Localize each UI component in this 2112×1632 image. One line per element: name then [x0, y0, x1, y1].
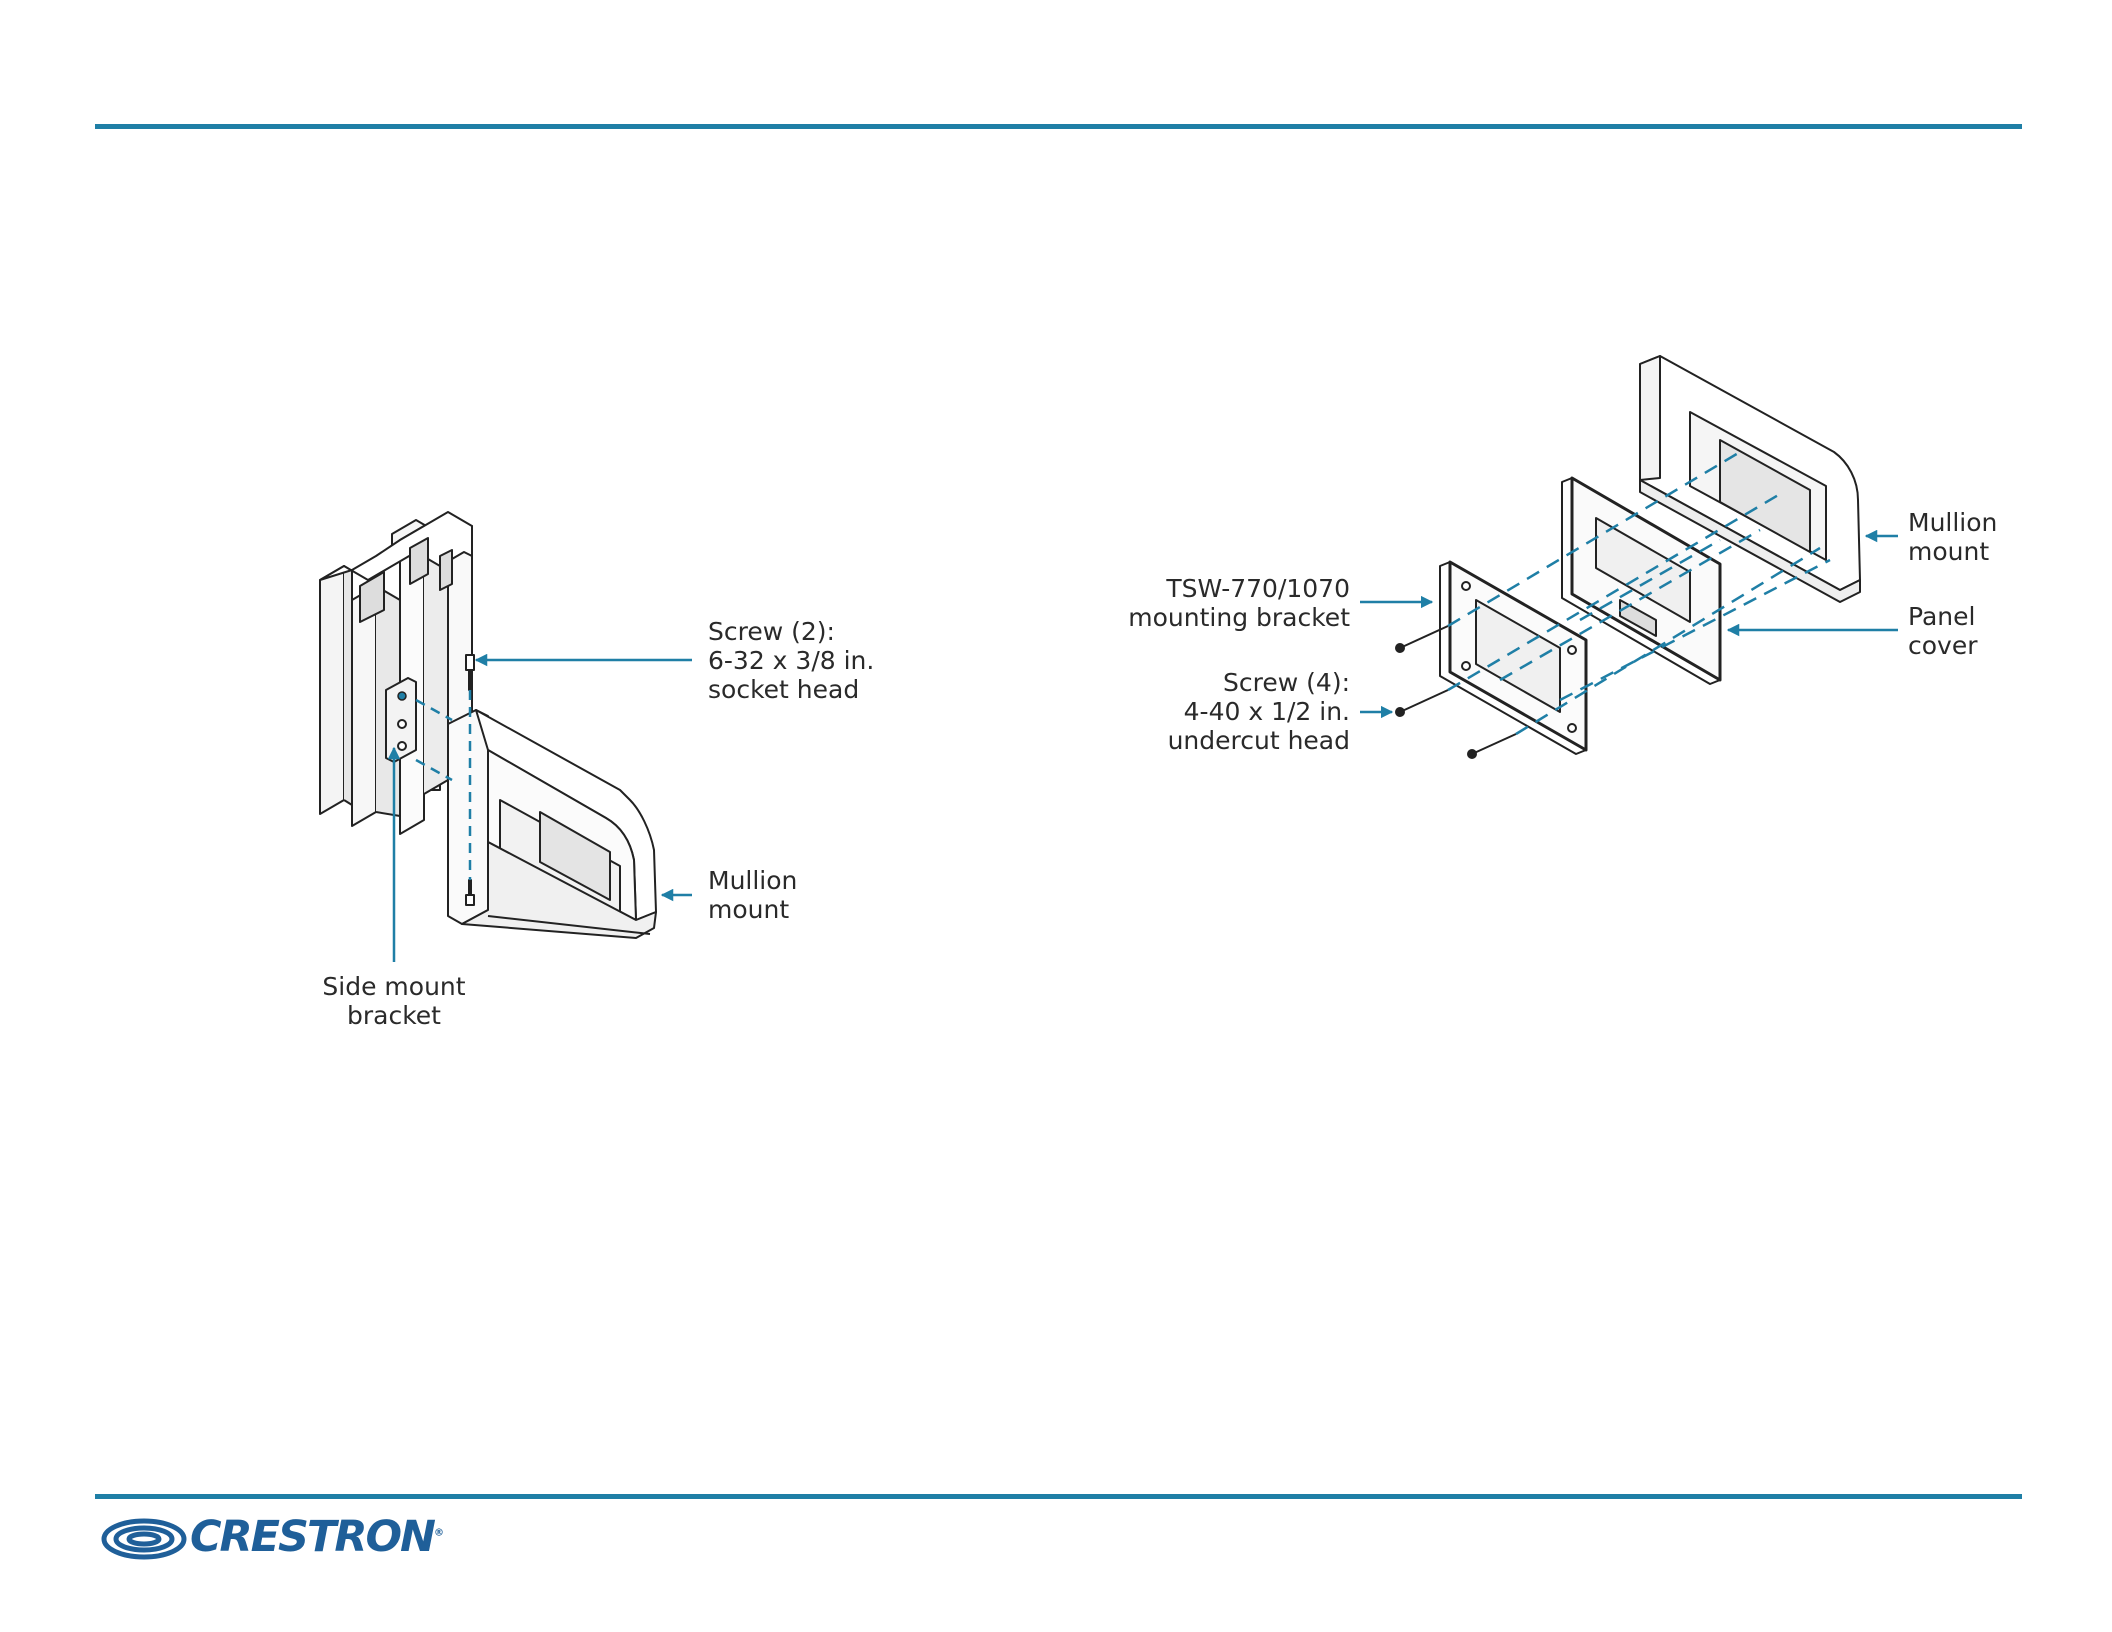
- footer-rule: [95, 1494, 2022, 1499]
- label-line: socket head: [708, 675, 874, 704]
- brand-name: CRESTRON: [190, 1512, 434, 1562]
- label-line: Panel: [1908, 602, 1978, 631]
- label-line: mount: [1908, 537, 1997, 566]
- label-mullion-mount-left: Mullion mount: [708, 866, 797, 924]
- label-line: cover: [1908, 631, 1978, 660]
- label-tsw-bracket: TSW-770/1070 mounting bracket: [1100, 574, 1350, 632]
- label-line: Screw (2):: [708, 617, 874, 646]
- label-line: TSW-770/1070: [1100, 574, 1350, 603]
- label-mullion-mount-right: Mullion mount: [1908, 508, 1997, 566]
- label-line: bracket: [316, 1001, 472, 1030]
- label-line: Side mount: [316, 972, 472, 1001]
- label-line: 6-32 x 3/8 in.: [708, 646, 874, 675]
- side-mount-bracket-shape: [386, 678, 416, 762]
- label-line: Mullion: [1908, 508, 1997, 537]
- label-line: mounting bracket: [1100, 603, 1350, 632]
- right-assembly-illustration: [1396, 356, 1860, 758]
- left-assembly-illustration: [320, 512, 656, 938]
- crestron-wordmark: CRESTRON®: [190, 1512, 444, 1562]
- label-line: Screw (4):: [1100, 668, 1350, 697]
- trademark-symbol: ®: [434, 1528, 444, 1539]
- mullion-mount-housing-left: [448, 710, 656, 938]
- label-line: 4-40 x 1/2 in.: [1100, 697, 1350, 726]
- label-screw-4: Screw (4): 4-40 x 1/2 in. undercut head: [1100, 668, 1350, 755]
- label-screw-2: Screw (2): 6-32 x 3/8 in. socket head: [708, 617, 874, 704]
- label-side-mount-bracket: Side mount bracket: [316, 972, 472, 1030]
- label-line: Mullion: [708, 866, 797, 895]
- label-line: mount: [708, 895, 797, 924]
- label-line: undercut head: [1100, 726, 1350, 755]
- label-panel-cover: Panel cover: [1908, 602, 1978, 660]
